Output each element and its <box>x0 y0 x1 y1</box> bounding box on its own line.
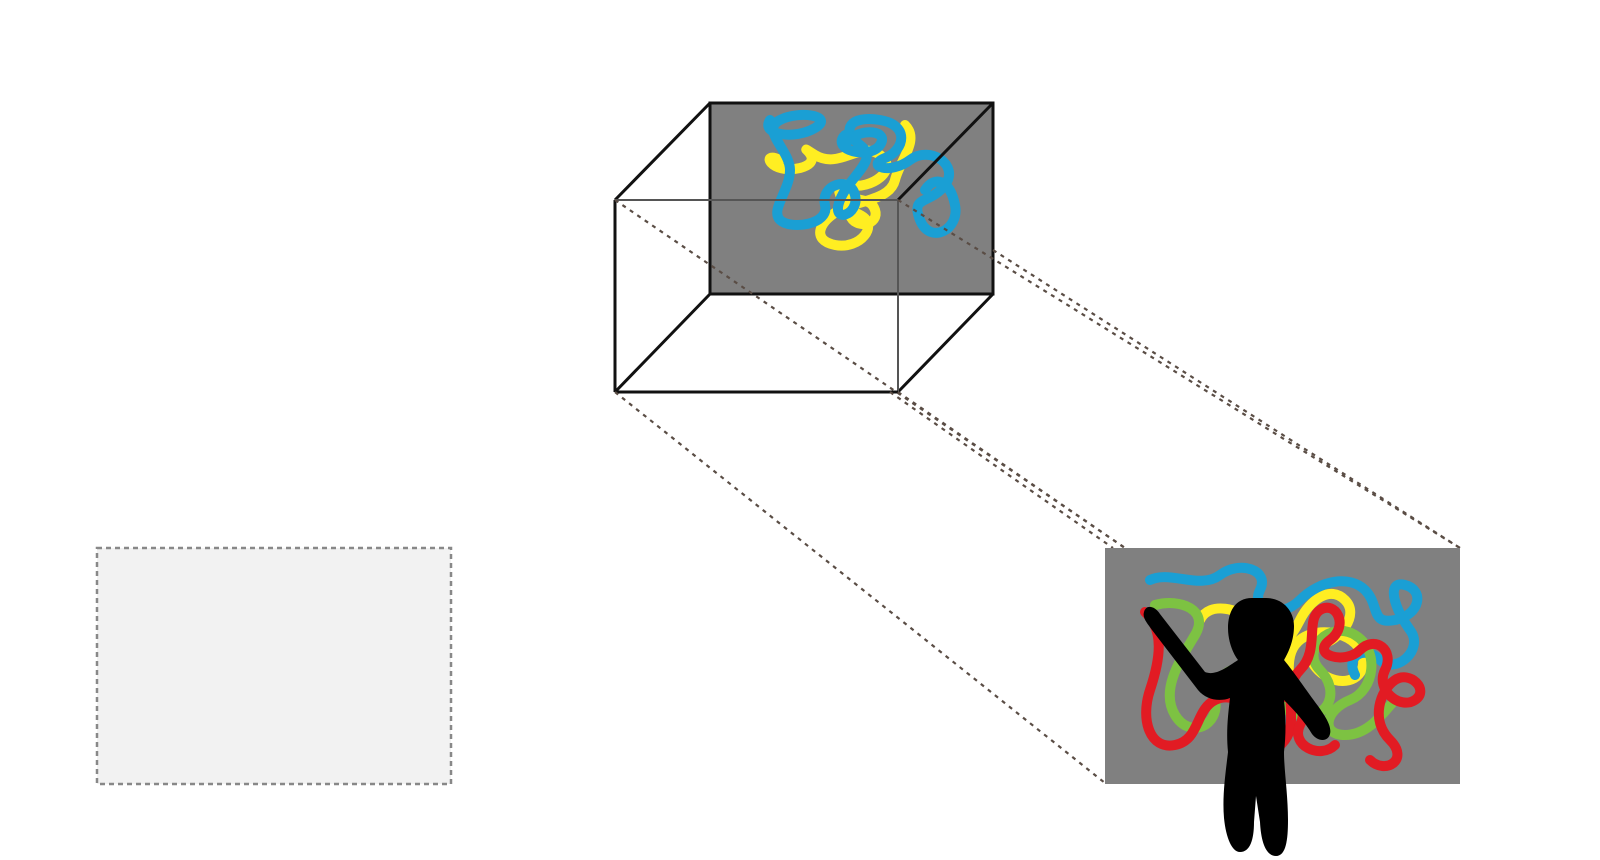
cube-edge-top-left-diagonal <box>613 101 712 202</box>
projection-line-5 <box>889 391 1114 549</box>
projection-line-6 <box>992 249 1461 549</box>
blue-scribble <box>763 110 961 238</box>
projection-lines <box>614 199 1461 784</box>
cube-edge-bottom-left-diagonal <box>613 292 712 394</box>
projection-line-4 <box>897 391 1126 549</box>
projected-blue-scribble <box>1145 562 1423 680</box>
person-silhouette-icon <box>1143 598 1331 856</box>
projection-line-2 <box>897 199 1461 549</box>
person-silhouette <box>1143 598 1331 856</box>
cube-edge-bottom-right-diagonal <box>896 292 995 394</box>
blue-scribble-2 <box>836 127 887 158</box>
empty-canvas-placeholder <box>95 546 453 786</box>
projection-cube <box>613 101 995 394</box>
projection-line-3 <box>614 391 1106 784</box>
cube-edge-top-right-diagonal <box>896 101 995 202</box>
projected-red-scribble <box>1140 602 1426 771</box>
cube-back-frame <box>708 101 995 296</box>
cube-back-face <box>710 103 993 294</box>
